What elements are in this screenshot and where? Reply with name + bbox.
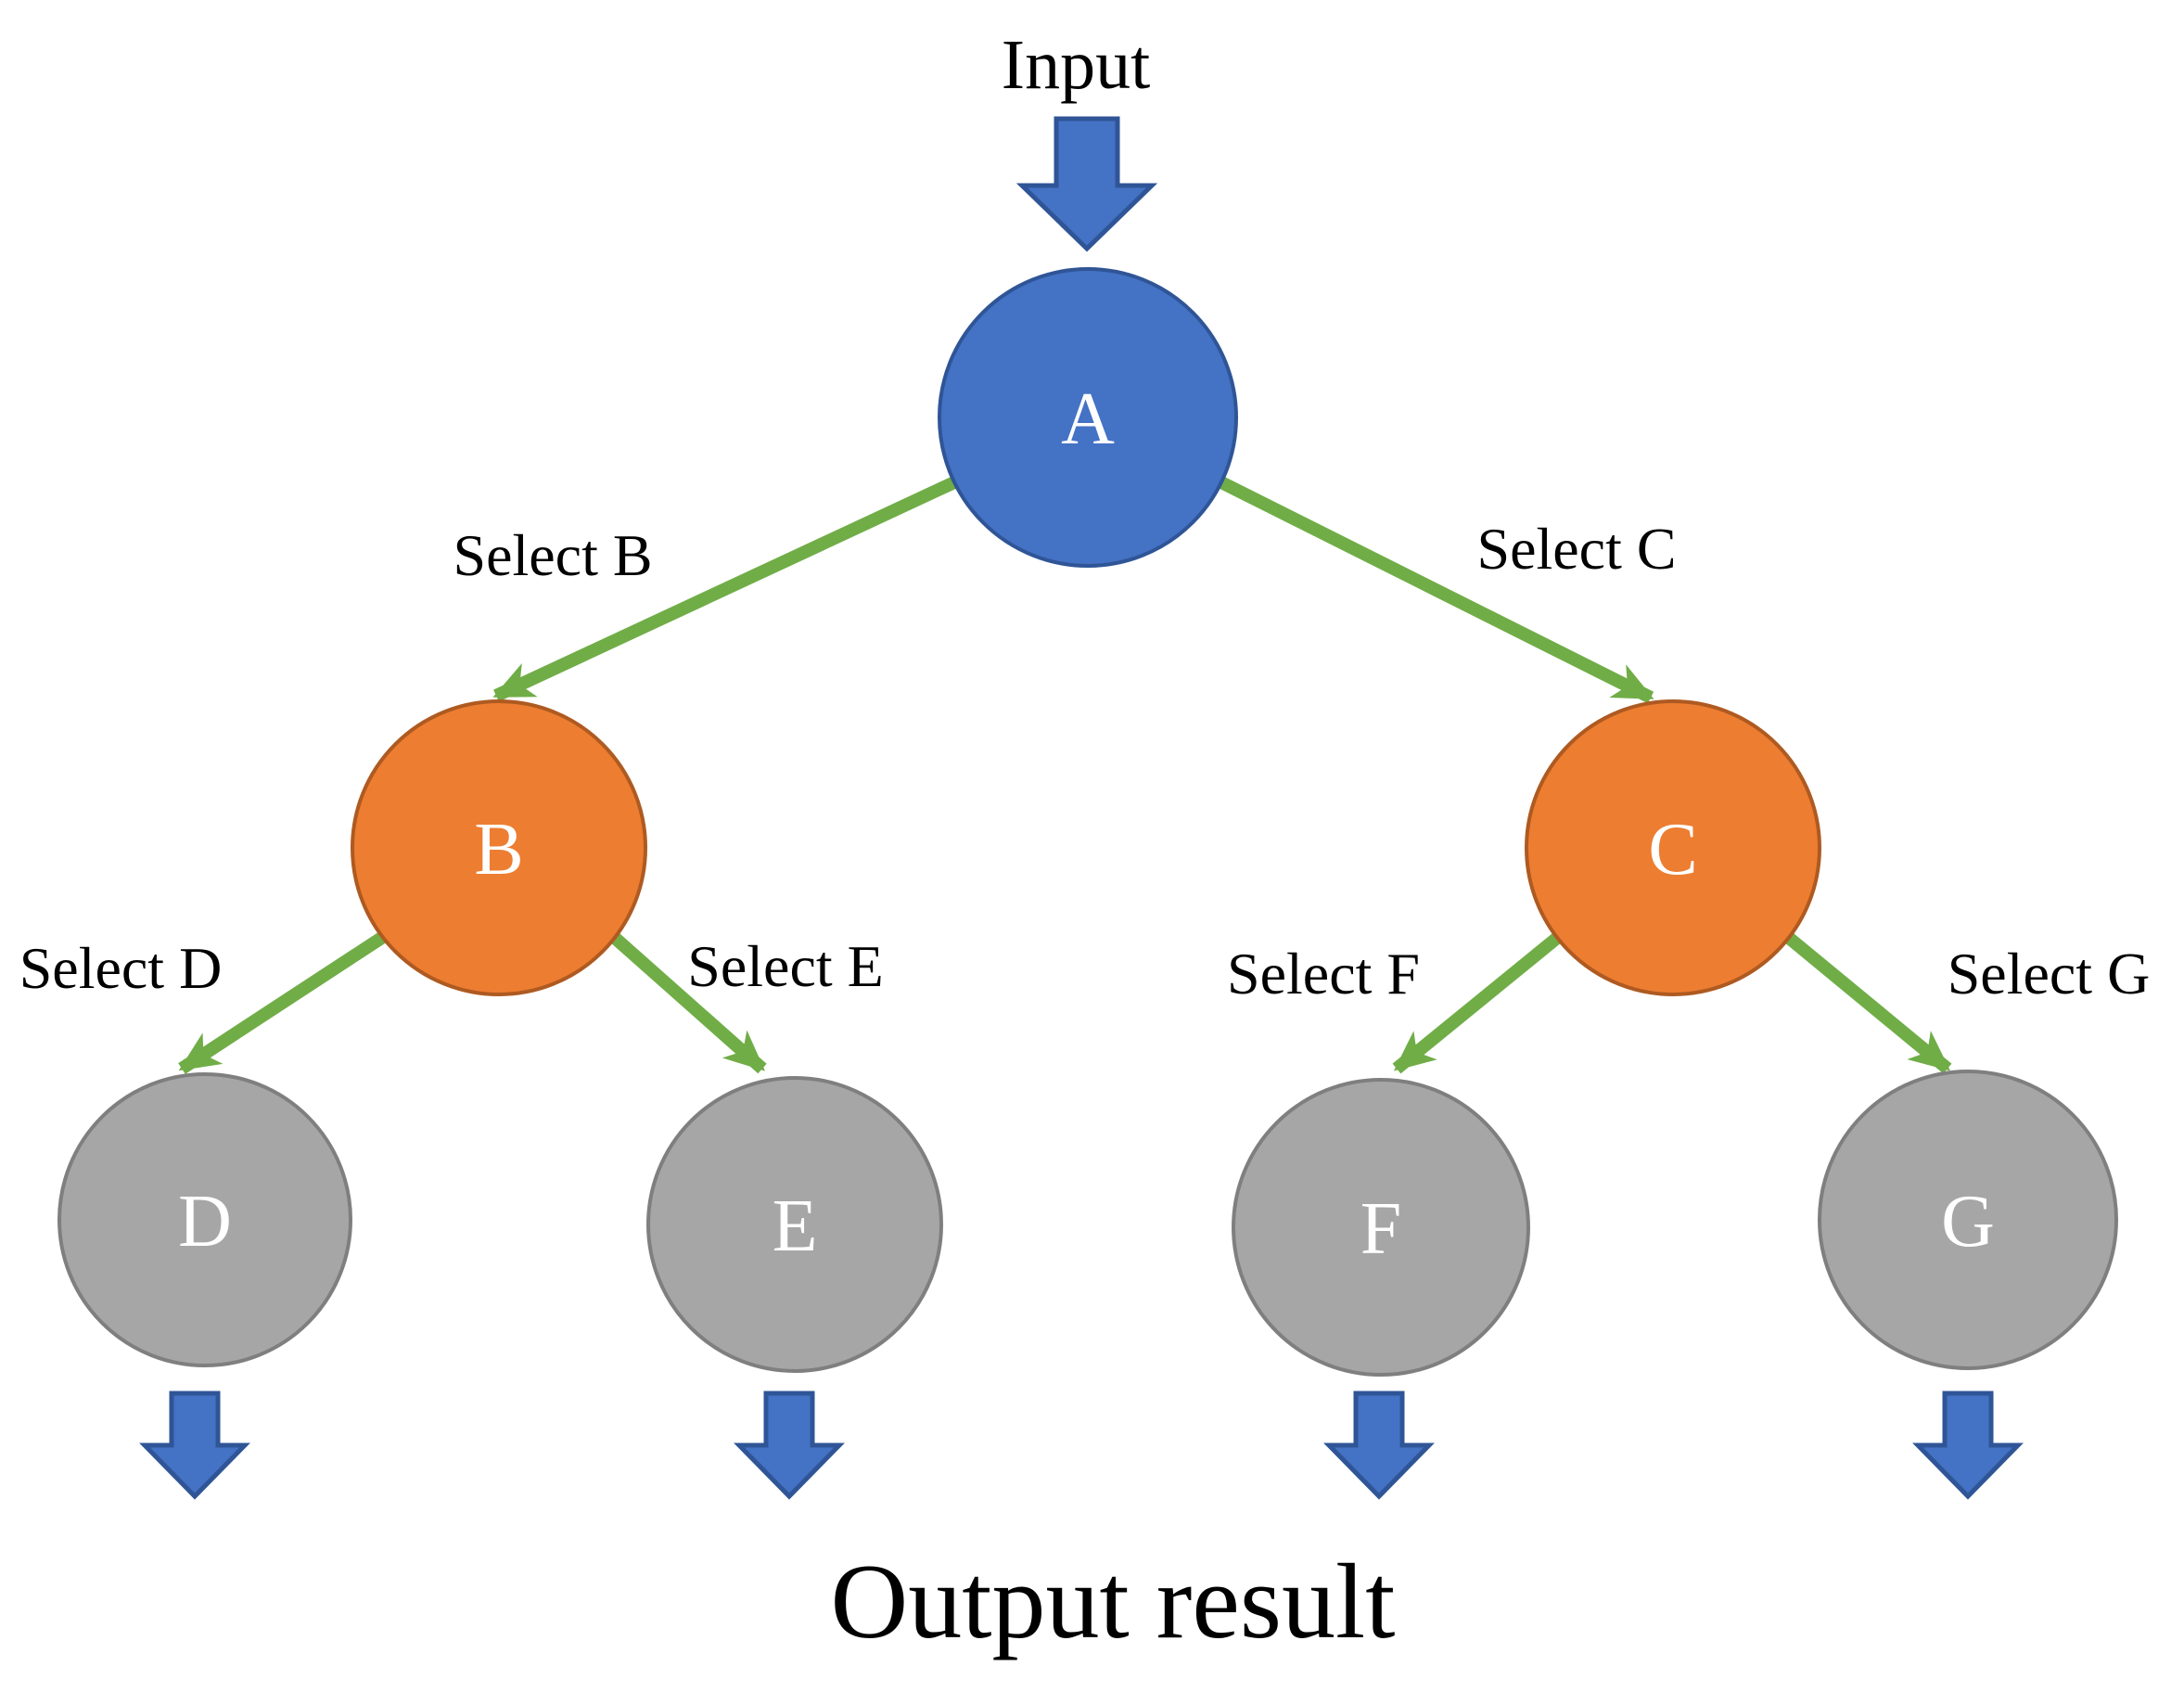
- edge-c-to-g: [1784, 932, 1952, 1074]
- edge-c-to-f: [1392, 932, 1562, 1074]
- edge-a-to-b: [492, 476, 957, 702]
- output-down-arrow-e-icon: [734, 1391, 845, 1500]
- node-g-label: G: [1941, 1181, 1995, 1263]
- node-a-circle: [938, 267, 1238, 568]
- node-c-circle: [1525, 699, 1821, 996]
- node-e-label: E: [773, 1186, 818, 1267]
- node-a-label: A: [1061, 378, 1115, 460]
- edge-label-select-g: Select G: [1948, 941, 2151, 1006]
- edge-b-to-d: [178, 931, 387, 1074]
- node-b-label: B: [474, 809, 523, 891]
- node-b-circle: [351, 699, 647, 996]
- node-c-label: C: [1648, 809, 1697, 891]
- output-label: Output result: [831, 1543, 1396, 1661]
- node-d-label: D: [178, 1181, 232, 1263]
- edge-a-to-c: [1218, 476, 1654, 704]
- node-f-circle: [1232, 1078, 1530, 1377]
- node-d-circle: [57, 1072, 352, 1367]
- edge-label-select-c: Select C: [1476, 516, 1676, 582]
- edge-b-to-e: [610, 932, 767, 1074]
- node-g-circle: [1818, 1070, 2118, 1370]
- edge-label-select-b: Select B: [453, 522, 652, 588]
- edge-label-select-d: Select D: [19, 935, 223, 1001]
- input-down-arrow-icon: [1015, 116, 1158, 252]
- output-down-arrow-f-icon: [1323, 1391, 1435, 1500]
- node-e-circle: [646, 1076, 943, 1373]
- input-label: Input: [1002, 26, 1150, 104]
- edge-label-select-f: Select F: [1227, 941, 1420, 1006]
- output-down-arrow-d-icon: [139, 1391, 250, 1500]
- node-f-label: F: [1360, 1188, 1402, 1270]
- edge-label-select-e: Select E: [687, 933, 883, 999]
- output-down-arrow-g-icon: [1912, 1391, 2024, 1500]
